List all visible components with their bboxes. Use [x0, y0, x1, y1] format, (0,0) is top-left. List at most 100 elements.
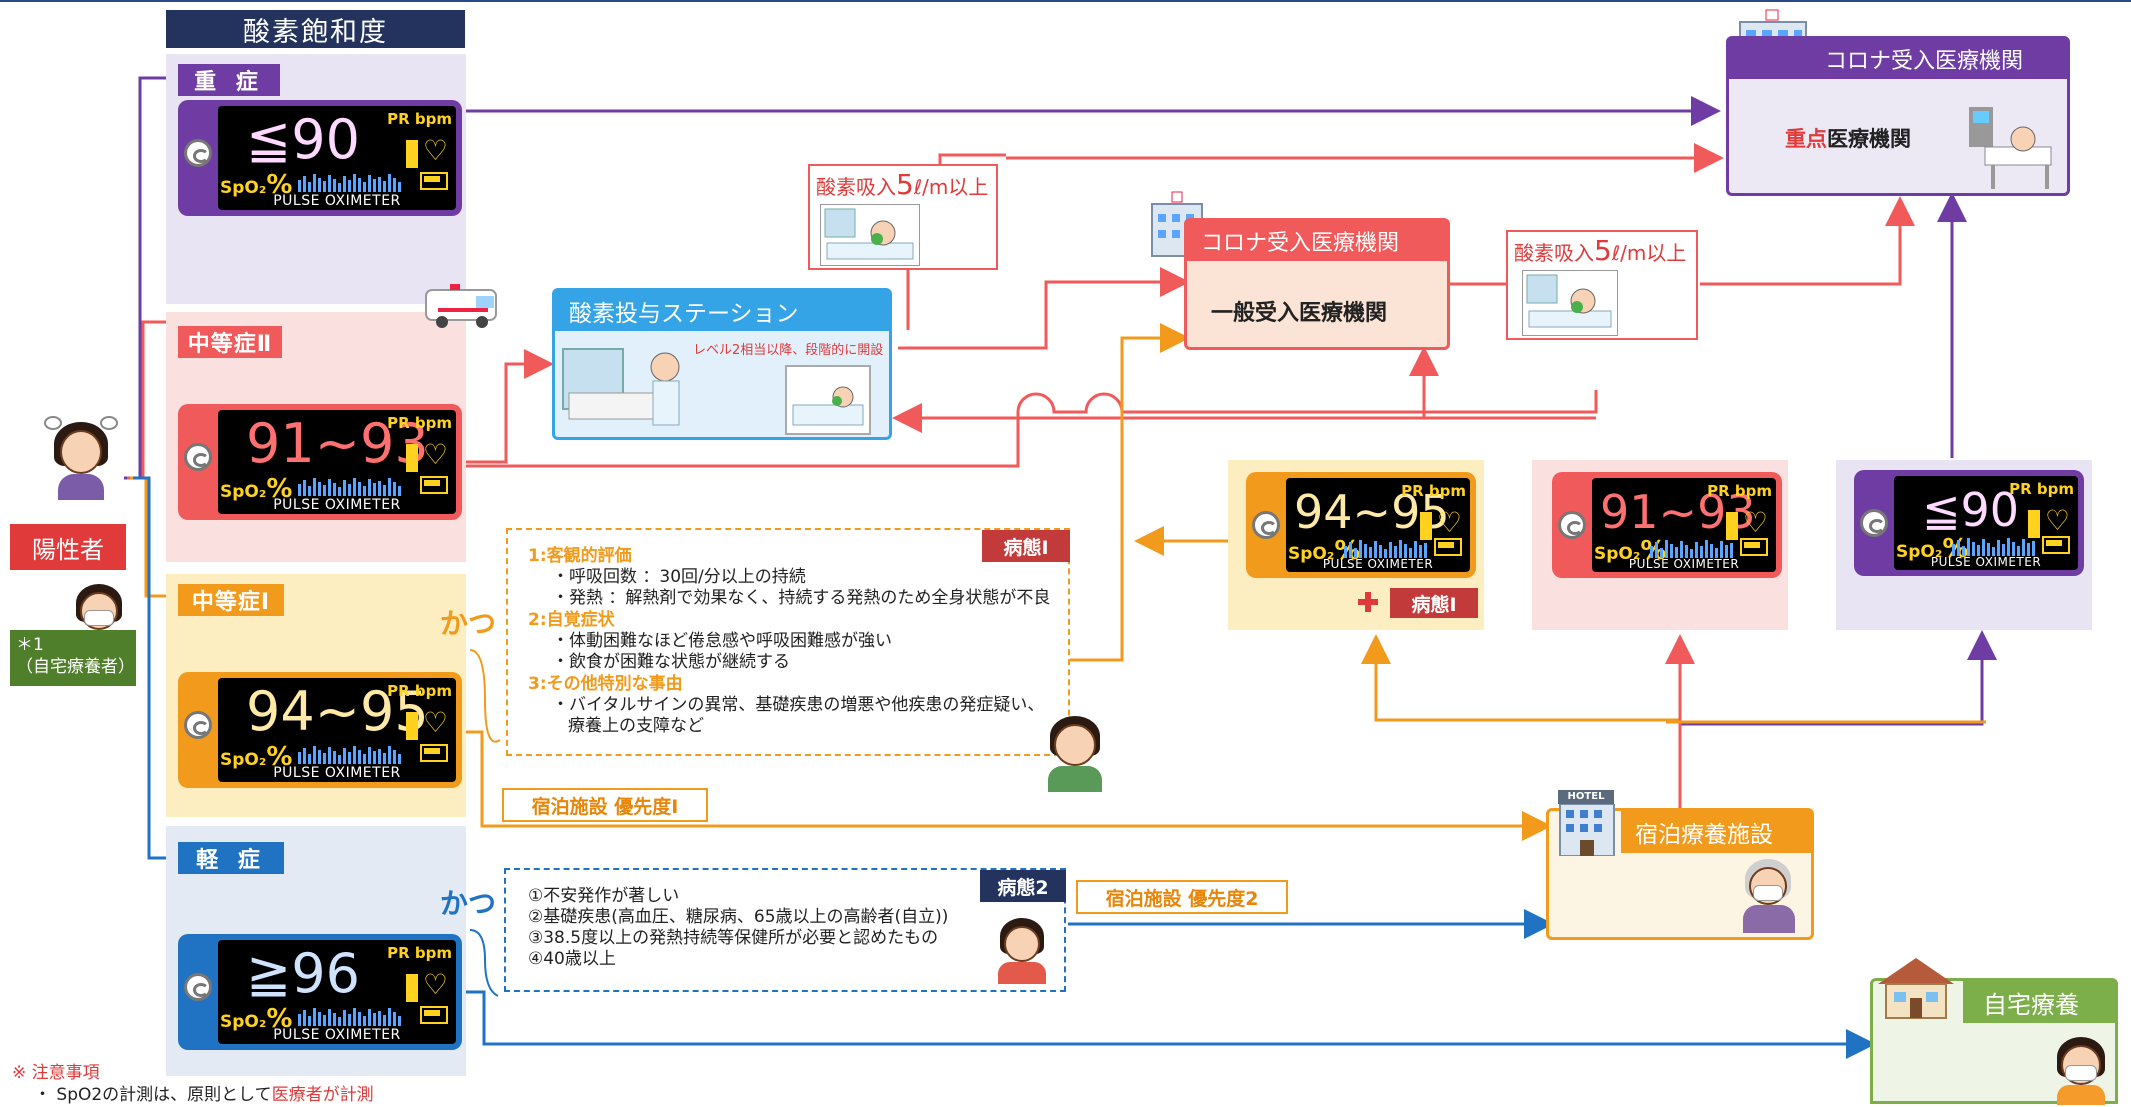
oximeter-moderate2: 91~93 PR bpm ♡ SpO₂% PULSE OXIMETER: [178, 404, 462, 520]
device-label: PULSE OXIMETER: [1628, 557, 1740, 571]
power-icon: [184, 711, 212, 739]
pulse-bars-icon: [298, 478, 401, 496]
condition1-line: ・発熱 ：解熱剤で効果なく、持続する発熱のため全身状態が不良: [552, 588, 1051, 608]
severity-tag-severe: 重 症: [178, 64, 280, 96]
battery-icon: [420, 744, 448, 762]
condition1-line: 3:その他特別な事由: [528, 674, 683, 694]
spo2-label: SpO₂%: [1896, 534, 1969, 564]
pr-label: PR bpm: [1401, 482, 1466, 500]
hotel-priority2-label: 宿泊施設 優先度2: [1076, 880, 1288, 914]
pulse-bars-icon: [1650, 540, 1733, 558]
level-bar: [1420, 512, 1432, 540]
device-label: PULSE OXIMETER: [273, 497, 401, 513]
home-care-box: 自宅療養: [1870, 978, 2118, 1105]
spo2-label: SpO₂%: [220, 474, 293, 504]
heart-icon: ♡: [422, 706, 448, 739]
oxygen-station-box: 酸素投与ステーション レベル2相当以降、段階的に開設: [552, 288, 892, 440]
heart-icon: ♡: [422, 968, 448, 1001]
battery-icon: [2042, 536, 2070, 554]
condition2-line: ①不安発作が著しい: [528, 886, 680, 906]
severity-tag-moderate2: 中等症Ⅱ: [178, 326, 282, 358]
condition1-line: 2:自覚症状: [528, 610, 615, 630]
priority-hospital-body: 重点医療機関: [1785, 127, 1911, 151]
and-label-orange: かつ: [440, 607, 497, 640]
pulse-bars-icon: [1952, 538, 2035, 556]
icu-patient-illustration: [1965, 87, 2057, 191]
home-person-illustration: [2051, 1037, 2111, 1105]
pulse-bars-icon: [298, 1008, 401, 1026]
condition2-badge: 病態2: [980, 870, 1066, 902]
station-room-illustration: [561, 341, 691, 435]
heart-icon: ♡: [422, 134, 448, 167]
power-icon: [1860, 509, 1888, 537]
heart-icon: ♡: [1742, 506, 1768, 539]
pr-label: PR bpm: [387, 110, 452, 128]
battery-icon: [420, 476, 448, 494]
severity-tag-moderate1: 中等症Ⅰ: [178, 584, 284, 616]
oximeter-moderate1: 94~95 PR bpm ♡ SpO₂% PULSE OXIMETER: [178, 672, 462, 788]
condition1-line: ・飲食が困難な状態が継続する: [552, 652, 790, 672]
column-title: 酸素飽和度: [166, 10, 465, 48]
power-icon: [1558, 511, 1586, 539]
oxygen-requirement-box-2: 酸素吸入5ℓ/m以上: [1506, 230, 1698, 340]
spo2-label: SpO₂%: [220, 742, 293, 772]
elderly-person-illustration: [1739, 859, 1799, 935]
hotel-title: 宿泊療養施設: [1621, 811, 1811, 853]
power-icon: [1252, 511, 1280, 539]
level-bar: [406, 140, 418, 168]
priority-hospital-header: コロナ受入医療機関: [1729, 39, 2067, 79]
ambulance-icon: [420, 280, 510, 330]
oximeter-severe: ≦90 PR bpm ♡ SpO₂% PULSE OXIMETER: [178, 100, 462, 216]
level-bar: [406, 974, 418, 1002]
oximeter-right-moderate2: 91~93 PR bpm ♡ SpO₂% PULSE OXIMETER: [1552, 472, 1782, 578]
spo2-value: ≧96: [246, 942, 360, 1005]
condition2-box: 病態2 ①不安発作が著しい ②基礎疾患(高血圧、糖尿病、65歳以上の高齢者(自立…: [504, 868, 1066, 992]
condition1-badge: 病態Ⅰ: [982, 530, 1070, 562]
oximeter-mild: ≧96 PR bpm ♡ SpO₂% PULSE OXIMETER: [178, 934, 462, 1050]
spo2-label: SpO₂%: [220, 1004, 293, 1034]
oxygen-patient-illustration: [820, 204, 920, 266]
pr-label: PR bpm: [387, 682, 452, 700]
oxygen-patient-illustration: [1522, 270, 1618, 336]
condition2-line: ③38.5度以上の発熱持続等保健所が必要と認めたもの: [528, 928, 939, 948]
right-panel-moderate2: 91~93 PR bpm ♡ SpO₂% PULSE OXIMETER: [1532, 460, 1788, 630]
station-note: レベル2相当以降、段階的に開設: [693, 343, 884, 358]
device-label: PULSE OXIMETER: [1322, 557, 1434, 571]
condition1-box: 病態Ⅰ 1:客観的評価 ・呼吸回数 ：30回/分以上の持続 ・発熱 ：解熱剤で効…: [506, 528, 1070, 756]
level-bar: [2028, 510, 2040, 538]
home-patient-note: ＊1 （自宅療養者）: [10, 630, 136, 686]
red-cross-icon: [1358, 592, 1378, 612]
spo2-label: SpO₂%: [220, 170, 293, 200]
oximeter-right-severe: ≦90 PR bpm ♡ SpO₂% PULSE OXIMETER: [1854, 470, 2084, 576]
power-icon: [184, 443, 212, 471]
condition2-line: ②基礎疾患(高血圧、糖尿病、65歳以上の高齢者(自立)): [528, 907, 949, 927]
spo2-value: ≦90: [246, 108, 360, 171]
general-hospital-body: 一般受入医療機関: [1211, 301, 1388, 326]
device-label: PULSE OXIMETER: [273, 765, 401, 781]
oxygen-requirement-label: 酸素吸入5ℓ/m以上: [1514, 234, 1687, 267]
spo2-value: 91~93: [246, 412, 429, 475]
level-bar: [406, 444, 418, 472]
pr-label: PR bpm: [1707, 482, 1772, 500]
general-hospital-box: コロナ受入医療機関 一般受入医療機関: [1184, 218, 1450, 350]
pulse-bars-icon: [298, 174, 401, 192]
and-label-blue: かつ: [440, 887, 497, 920]
home-care-title: 自宅療養: [1963, 981, 2115, 1023]
footer-note: ・ SpO2の計測は、原則として医療者が計測: [34, 1085, 374, 1105]
condition1-badge-right: 病態Ⅰ: [1390, 588, 1478, 618]
spo2-value: 94~95: [246, 680, 429, 743]
power-icon: [184, 139, 212, 167]
heart-icon: ♡: [2044, 504, 2070, 537]
condition1-line: 療養上の支障など: [568, 716, 704, 736]
top-rule: [0, 0, 2131, 2]
level-bar: [1726, 512, 1738, 540]
battery-icon: [1434, 538, 1462, 556]
condition1-line: ・体動困難なほど倦怠感や呼吸困難感が強い: [552, 631, 892, 651]
hotel-priority1-label: 宿泊施設 優先度Ⅰ: [502, 788, 708, 822]
station-title: 酸素投与ステーション: [555, 291, 889, 331]
pr-label: PR bpm: [387, 944, 452, 962]
pr-label: PR bpm: [2009, 480, 2074, 498]
priority-hospital-box: コロナ受入医療機関 重点医療機関: [1726, 36, 2070, 196]
positive-patient-label: 陽性者: [10, 524, 126, 570]
